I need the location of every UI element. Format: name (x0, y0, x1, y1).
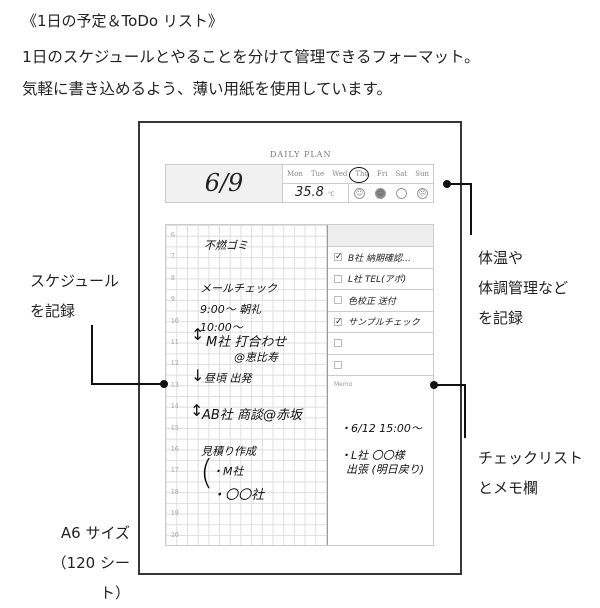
hour-label: 20 (171, 531, 179, 539)
hour-label: 16 (171, 446, 179, 453)
checklist-item[interactable]: ✓ B社 納期確認… (328, 247, 433, 269)
callout-text: を記録 (30, 302, 76, 320)
hour-label: 10 (171, 317, 179, 325)
callout-text: を記録 (478, 309, 524, 327)
hour-label: 18 (171, 488, 179, 496)
hour-label: 7 (171, 253, 175, 261)
headline-description-1: 1日のスケジュールとやることを分けて管理できるフォーマット。 (22, 48, 480, 66)
checked-checkbox[interactable]: ✓ (334, 316, 343, 327)
schedule-note: 9:00～ 朝礼 (200, 303, 262, 316)
checkbox[interactable] (334, 296, 342, 305)
checkbox[interactable] (334, 339, 342, 348)
schedule-note: M社 打合わせ (206, 335, 287, 350)
callout-text: 体温や (478, 249, 524, 267)
hour-label: 9 (171, 296, 175, 304)
planner-header: 6/9 Mon Tue Wed Thu Fri Sat Sun 35.8℃ ☺ … (165, 164, 434, 203)
temperature-field: 35.8℃ (283, 184, 349, 202)
checklist-text: 色校正 送付 (348, 296, 396, 307)
checklist-item[interactable] (328, 333, 433, 355)
hour-label: 19 (171, 510, 179, 518)
smile-face-icon: ☺ (354, 187, 365, 199)
hour-label: 15 (171, 424, 179, 432)
hour-label: 13 (171, 381, 179, 389)
callout-line (447, 183, 471, 185)
checkbox[interactable] (334, 274, 342, 283)
schedule-note: 不燃ゴミ (204, 239, 248, 252)
sad-face-icon: ☹ (417, 187, 428, 199)
callout-checklist: チェックリスト とメモ欄 (478, 443, 583, 503)
checklist-item[interactable]: L社 TEL(アポ) (328, 269, 433, 290)
checklist-item[interactable]: 色校正 送付 (328, 290, 433, 312)
callout-schedule: スケジュール を記録 (30, 266, 119, 326)
hour-label: 17 (171, 467, 179, 475)
bracket-mark: ( (200, 453, 214, 493)
hour-label: 11 (171, 339, 179, 346)
checklist-text: L社 TEL(アポ) (348, 275, 407, 286)
neutral-face-icon (396, 187, 407, 199)
checklist-column: ✓B社 納期確認…L社 TEL(アポ)色校正 送付✓サンプルチェック Memo … (328, 225, 433, 545)
checklist-text: サンプルチェック (348, 318, 420, 329)
schedule-note: ・〇〇社 (212, 488, 265, 503)
callout-text: とメモ欄 (478, 479, 539, 497)
checklist-item[interactable]: ✓ サンプルチェック (328, 312, 433, 333)
planner-body: 不燃ゴミ メールチェック 9:00～ 朝礼 10:00～ M社 打合わせ @恵比… (165, 224, 434, 546)
hour-label: 14 (171, 403, 179, 411)
callout-line (464, 384, 466, 438)
checklist-text: B社 納期確認… (348, 253, 412, 264)
memo-note: ・6/12 15:00～ (340, 422, 422, 435)
day-tue: Tue (310, 170, 325, 178)
day-mon: Mon (286, 170, 303, 178)
callout-text: チェックリスト (478, 449, 584, 467)
duration-arrow-icon: ↕ (190, 401, 204, 420)
hour-label: 12 (171, 360, 179, 368)
checkbox[interactable] (334, 360, 342, 369)
memo-label: Memo (334, 381, 353, 388)
mood-row: ☺ ☺ ☹ (349, 184, 433, 202)
daily-plan-label: DAILY PLAN (270, 150, 332, 159)
callout-text: 体調管理など (478, 279, 569, 297)
checklist-header (328, 225, 433, 247)
day-sat: Sat (395, 170, 408, 178)
temperature-value: 35.8 (295, 185, 324, 200)
callout-line (470, 183, 472, 235)
hour-label: 8 (171, 274, 175, 282)
sheet-count-text: （120 シート） (51, 554, 130, 602)
date-field: 6/9 (166, 165, 283, 202)
schedule-note: 10:00～ (200, 321, 243, 334)
callout-health: 体温や 体調管理など を記録 (478, 243, 568, 333)
schedule-note: AB社 商談@赤坂 (202, 408, 302, 423)
day-fri: Fri (377, 170, 388, 178)
day-sun: Sun (415, 170, 430, 178)
callout-line (91, 325, 93, 384)
callout-line (434, 384, 465, 386)
schedule-note: 見積り作成 (201, 445, 256, 458)
size-label: A6 サイズ （120 シート） (30, 518, 130, 608)
selected-day-circle (349, 167, 369, 183)
callout-line (91, 383, 163, 385)
callout-text: スケジュール (30, 272, 119, 290)
schedule-note: ・M社 (212, 465, 244, 478)
schedule-note: 昼頃 出発 (204, 372, 252, 385)
checklist-item[interactable] (328, 355, 433, 376)
schedule-grid: 不燃ゴミ メールチェック 9:00～ 朝礼 10:00～ M社 打合わせ @恵比… (166, 225, 328, 545)
size-text: A6 サイズ (60, 524, 130, 542)
headline-title: 《1日の予定＆ToDo リスト》 (22, 12, 223, 30)
checked-checkbox[interactable]: ✓ (334, 252, 343, 263)
memo-note: ・L社 〇〇様 (340, 449, 405, 462)
schedule-note: @恵比寿 (234, 351, 278, 364)
headline-description-2: 気軽に書き込めるよう、薄い用紙を使用しています。 (22, 80, 392, 98)
schedule-note: メールチェック (200, 282, 277, 295)
day-wed: Wed (332, 170, 348, 178)
temperature-unit: ℃ (327, 191, 335, 198)
callout-dot (160, 380, 168, 388)
duration-arrow-icon: ↓ (191, 366, 205, 385)
memo-note: 出張 (明日戻り) (346, 463, 425, 476)
duration-arrow-icon: ↕ (191, 325, 205, 344)
happy-face-icon-selected: ☺ (375, 187, 386, 199)
hour-label: 6 (171, 232, 175, 239)
